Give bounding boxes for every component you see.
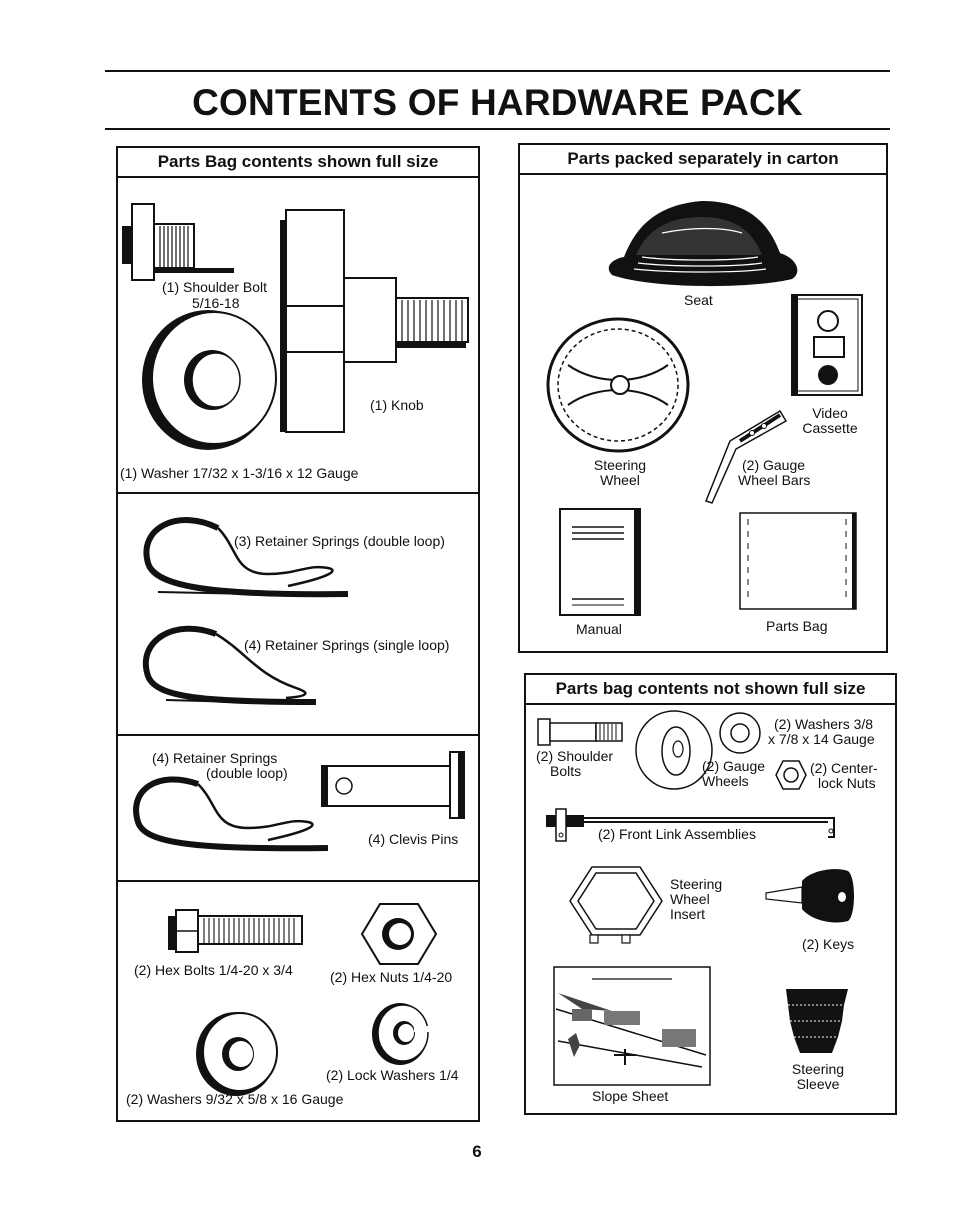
sleeve-line2: Sleeve <box>796 1076 840 1092</box>
hex-nuts-label: (2) Hex Nuts 1/4-20 <box>330 969 453 985</box>
small-washer-illustration <box>196 1012 278 1096</box>
lock-washers-label: (2) Lock Washers 1/4 <box>326 1067 459 1083</box>
retainer-single-label: (4) Retainer Springs (single loop) <box>244 637 450 653</box>
seat-illustration <box>608 201 798 287</box>
shoulder-bolts-line1: (2) Shoulder <box>536 748 614 764</box>
washer-illustration <box>142 310 277 450</box>
shoulder-bolt-illustration <box>122 203 234 281</box>
washers-line2: x 7/8 x 14 Gauge <box>768 731 875 747</box>
page-number: 6 <box>472 1142 482 1161</box>
panel-header: Parts bag contents not shown full size <box>526 675 895 705</box>
parts-bag-illustration <box>739 512 857 610</box>
video-cassette-line2: Cassette <box>802 420 858 436</box>
center-nuts-label: (2) Center- lock Nuts <box>810 761 878 791</box>
shoulder-bolt-label: (1) Shoulder Bolt <box>162 279 268 295</box>
small-shoulder-bolt-illustration <box>537 718 623 746</box>
divider <box>118 492 478 494</box>
retainer-spring-double-illustration <box>143 517 349 598</box>
manual-illustration <box>559 508 641 616</box>
retainer-double-label: (3) Retainer Springs (double loop) <box>234 533 445 549</box>
keys-label: (2) Keys <box>802 936 855 952</box>
center-lock-nut-illustration <box>775 760 807 790</box>
lock-washer-illustration <box>372 1003 432 1065</box>
divider <box>118 734 478 736</box>
washers-label: (2) Washers 3/8 x 7/8 x 14 Gauge <box>768 717 875 747</box>
hex-nut-illustration <box>360 903 438 965</box>
sleeve-line1: Steering <box>791 1061 845 1077</box>
clevis-pins-label: (4) Clevis Pins <box>368 831 459 847</box>
hex-bolt-illustration <box>168 909 303 953</box>
front-link-illustration <box>546 808 835 842</box>
parts-bag-not-full-size-panel: Parts bag contents not shown full size (… <box>524 673 897 1115</box>
key-illustration <box>765 869 854 923</box>
title-underline <box>105 128 890 130</box>
steering-wheel-line2: Wheel <box>600 472 640 488</box>
insert-line1: Steering <box>670 876 723 892</box>
top-rule <box>105 70 890 72</box>
gauge-wheel-illustration <box>635 710 713 790</box>
shoulder-bolts-line2: Bolts <box>550 763 582 779</box>
insert-line3: Insert <box>670 906 706 922</box>
sleeve-label: Steering Sleeve <box>778 1062 858 1092</box>
gauge-bars-label: (2) Gauge Wheel Bars <box>738 458 810 488</box>
divider <box>118 880 478 882</box>
center-nuts-line2: lock Nuts <box>818 775 876 791</box>
parts-carton-panel: Parts packed separately in carton Seat V… <box>518 143 888 653</box>
parts-bag-full-size-panel: Parts Bag contents shown full size (1) S… <box>116 146 480 1122</box>
steering-wheel-label: Steering Wheel <box>580 458 660 488</box>
shoulder-bolt-size: 5/16-18 <box>192 295 240 311</box>
steering-wheel-line1: Steering <box>593 457 647 473</box>
gauge-wheel-bar-illustration <box>705 409 788 504</box>
gauge-wheels-line2: Wheels <box>702 773 749 789</box>
gauge-bars-line1: (2) Gauge <box>742 457 806 473</box>
hex-bolts-label: (2) Hex Bolts 1/4-20 x 3/4 <box>134 962 293 978</box>
retainer-double-b-label: (4) Retainer Springs <box>152 750 278 766</box>
front-link-label: (2) Front Link Assemblies <box>598 826 756 842</box>
steering-sleeve-illustration <box>786 989 848 1053</box>
slope-sheet-illustration <box>553 966 711 1086</box>
gauge-bars-line2: Wheel Bars <box>738 472 811 488</box>
steering-insert-illustration <box>569 866 663 944</box>
shoulder-bolts-label: (2) Shoulder Bolts <box>536 749 613 779</box>
washer-label: (1) Washer 17/32 x 1-3/16 x 12 Gauge <box>120 465 359 481</box>
page-title: CONTENTS OF HARDWARE PACK <box>192 82 803 123</box>
seat-label: Seat <box>684 292 713 308</box>
gauge-wheels-line1: (2) Gauge <box>702 758 766 774</box>
retainer-spring-single-illustration <box>143 625 317 705</box>
video-cassette-line1: Video <box>812 405 848 421</box>
washers-small-label: (2) Washers 9/32 x 5/8 x 16 Gauge <box>126 1091 344 1107</box>
retainer-double-b-sublabel: (double loop) <box>206 765 288 781</box>
washers-line1: (2) Washers 3/8 <box>774 716 874 732</box>
slope-sheet-label: Slope Sheet <box>592 1088 669 1104</box>
insert-line2: Wheel <box>670 891 710 907</box>
parts-bag-label: Parts Bag <box>766 618 828 634</box>
washer-small-illustration <box>719 712 761 754</box>
clevis-pin-illustration <box>321 751 465 819</box>
center-nuts-line1: (2) Center- <box>810 760 878 776</box>
video-cassette-illustration <box>791 294 863 396</box>
manual-label: Manual <box>576 621 622 637</box>
insert-label: Steering Wheel Insert <box>670 877 722 922</box>
steering-wheel-illustration <box>546 317 690 453</box>
gauge-wheels-label: (2) Gauge Wheels <box>702 759 765 789</box>
retainer-spring-double-b-illustration <box>133 776 329 852</box>
knob-label: (1) Knob <box>370 397 424 413</box>
knob-illustration <box>280 209 469 433</box>
panel-header: Parts Bag contents shown full size <box>118 148 478 178</box>
panel-header: Parts packed separately in carton <box>520 145 886 175</box>
video-cassette-label: Video Cassette <box>790 406 870 436</box>
